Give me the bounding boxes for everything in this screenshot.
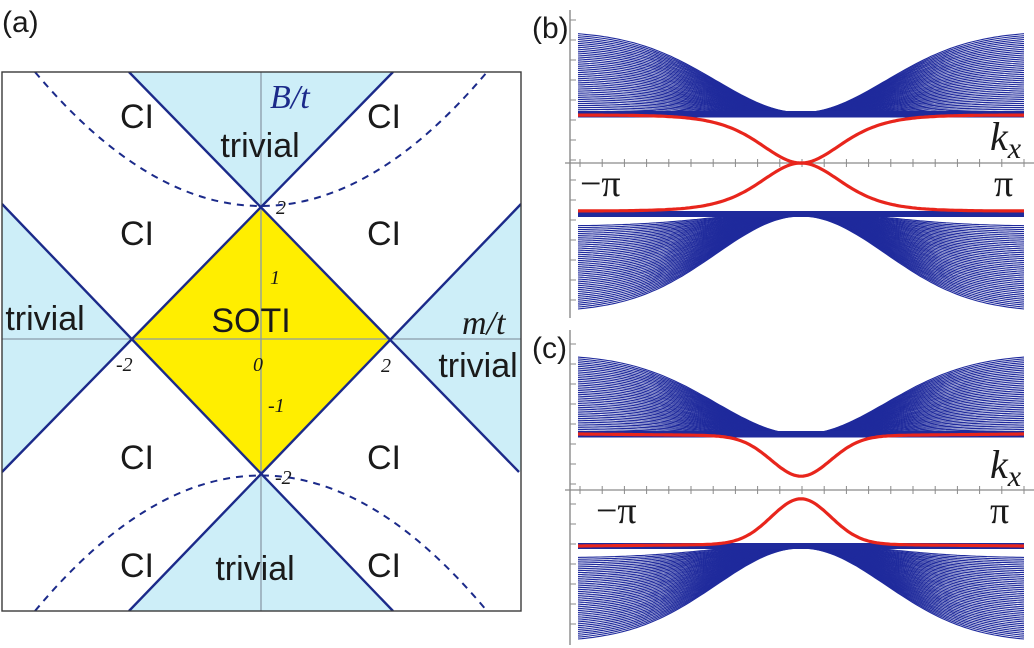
trivial-region-right [390, 204, 521, 472]
panel-a: (a) B/t m/t 2 1 0 -1 -2 -2 2 SOTI trivia… [1, 6, 522, 612]
bulk-band-line [577, 545, 1025, 612]
bulk-band-line [577, 214, 1025, 291]
tick-label-y-2: 2 [276, 197, 286, 219]
region-label-ci: CI [367, 98, 401, 136]
bulk-band-line [577, 544, 1025, 587]
region-label-ci: CI [120, 215, 154, 253]
boundary-line [2, 72, 394, 473]
axis-label-b-over-t: B/t [270, 79, 311, 116]
tick-label-origin: 0 [253, 354, 263, 376]
kx-label-b: kx [990, 114, 1022, 165]
tick-label-minus-pi-c: −π [596, 490, 637, 532]
tick-label-y-minus-1: -1 [268, 395, 285, 417]
edge-state-upper [578, 432, 1024, 478]
bulk-band-edge [578, 543, 1024, 549]
region-label-ci: CI [367, 215, 401, 253]
panel-b-ticks [570, 19, 1025, 301]
region-label-ci: CI [367, 547, 401, 585]
bulk-band-line [577, 213, 1025, 265]
bulk-band-line [577, 213, 1025, 281]
region-label-trivial-bottom: trivial [215, 550, 294, 588]
bulk-band-edge [578, 431, 1024, 437]
region-label-trivial-right: trivial [438, 347, 517, 385]
bulk-band-line [577, 212, 1025, 260]
region-label-ci: CI [367, 439, 401, 477]
edge-state-lower [578, 161, 1024, 213]
bulk-band-line [577, 395, 1025, 437]
bulk-band-line [577, 547, 1025, 636]
bulk-band-line [577, 215, 1025, 306]
edge-state-upper [578, 113, 1024, 165]
tick-label-y-1: 1 [270, 267, 280, 289]
panel-a-frame [1, 71, 522, 612]
panel-label-c: (c) [532, 332, 567, 365]
bulk-band-edge [578, 111, 1024, 117]
region-label-trivial-top: trivial [220, 127, 299, 165]
bulk-bands-b [577, 33, 1025, 310]
bulk-band-line [577, 386, 1025, 436]
bulk-band-line [577, 545, 1025, 596]
panel-b: (b) kx −π π [532, 10, 1034, 318]
region-label-ci: CI [120, 439, 154, 477]
region-label-ci: CI [120, 547, 154, 585]
tick-label-x-minus-2: -2 [116, 354, 133, 376]
panel-c-ticks [570, 343, 1025, 625]
edge-states-b [578, 113, 1024, 213]
region-label-ci: CI [120, 98, 154, 136]
bulk-band-line [577, 52, 1025, 115]
region-label-trivial-left: trivial [5, 300, 84, 338]
boundary-line [128, 203, 521, 611]
bulk-band-edge [578, 211, 1024, 217]
boundary-line [2, 203, 394, 611]
bulk-bands-c [577, 356, 1025, 640]
tick-label-pi-c: π [990, 490, 1009, 532]
axis-label-m-over-t: m/t [462, 305, 507, 342]
edge-state-lower [578, 497, 1024, 548]
bulk-band-line [577, 546, 1025, 627]
panel-c: (c) kx −π π [532, 330, 1034, 645]
tick-label-y-minus-2: -2 [275, 467, 292, 489]
tick-label-minus-pi-b: −π [580, 163, 621, 205]
panel-label-a: (a) [2, 6, 39, 39]
boundary-line [128, 72, 520, 473]
tick-label-x-2: 2 [381, 355, 391, 377]
kx-label-c: kx [990, 442, 1022, 493]
bulk-band-line [577, 544, 1025, 581]
panel-label-b: (b) [532, 12, 569, 45]
bulk-band-line [577, 544, 1025, 591]
bulk-band-line [577, 212, 1025, 250]
tick-label-pi-b: π [994, 163, 1013, 205]
region-label-soti: SOTI [211, 302, 290, 340]
edge-states-c [578, 432, 1024, 548]
